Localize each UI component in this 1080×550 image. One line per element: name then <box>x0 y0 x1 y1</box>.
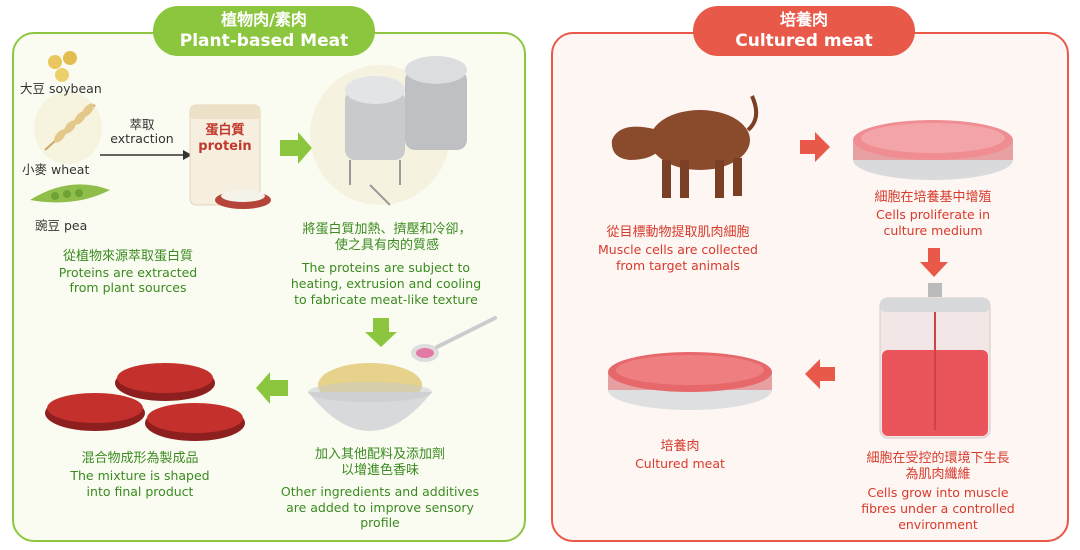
cells-proliferate-label-en-line2: culture medium <box>883 223 983 238</box>
cells-grow-label-en-line2: fibres under a controlled <box>861 501 1015 516</box>
step1-label-zh: 從植物來源萃取蛋白質 <box>62 249 193 264</box>
step3-label-zh-line2: 以增進色香味 <box>340 463 419 478</box>
extraction-label-en: extraction <box>110 131 174 146</box>
step4-label-zh: 混合物成形為製成品 <box>81 451 199 466</box>
cultured-meat-dish-icon <box>608 352 772 410</box>
arrow-left-icon <box>805 359 835 389</box>
petri-dish-icon <box>853 120 1013 180</box>
arrow-right-icon <box>280 132 312 164</box>
bowl-icon <box>308 363 432 431</box>
step2-label-en-line1: The proteins are subject to <box>301 260 471 275</box>
step1-label-en-line1: Proteins are extracted <box>58 265 198 280</box>
pea-label: 豌豆 pea <box>35 218 88 233</box>
pea-icon <box>30 184 110 203</box>
cultured-meat-label-en: Cultured meat <box>635 456 725 471</box>
step3-label-en-line1: Other ingredients and additives <box>280 484 480 499</box>
cells-grow-label-zh-line2: 為肌肉纖維 <box>905 467 971 482</box>
cultured-meat-title-badge: 培養肉 Cultured meat <box>693 6 915 56</box>
step2-label-en-line2: heating, extrusion and cooling <box>290 276 482 291</box>
arrow-left-icon <box>256 372 288 404</box>
cells-proliferate-label-zh: 細胞在培養基中增殖 <box>874 190 992 205</box>
step2-label-zh-line2: 使之具有肉的質感 <box>334 238 439 253</box>
soybean-label: 大豆 soybean <box>20 81 102 96</box>
step3-label-en-line2: are added to improve sensory <box>286 500 474 515</box>
cells-collected-label-en-line1: Muscle cells are collected <box>598 242 758 257</box>
protein-bag-label-zh: 蛋白質 <box>205 123 245 138</box>
cells-grow-label-en-line1: Cells grow into muscle <box>867 485 1009 500</box>
cells-proliferate-label-en-line1: Cells proliferate in <box>875 207 991 222</box>
arrow-down-icon <box>920 248 948 277</box>
protein-bag-label-en: protein <box>198 139 252 154</box>
plant-based-title-zh: 植物肉/素肉 <box>221 10 307 29</box>
patties-icon <box>45 363 245 441</box>
cultured-meat-label-zh: 培養肉 <box>660 439 700 454</box>
step4-label-en-line1: The mixture is shaped <box>70 468 210 483</box>
wheat-label: 小麥 wheat <box>22 162 90 177</box>
step3-label-zh-line1: 加入其他配料及添加劑 <box>314 447 445 462</box>
soybean-icon <box>48 51 77 82</box>
step3-label-en-line3: profile <box>360 515 400 530</box>
bioreactor-icon <box>879 283 991 439</box>
arrow-right-icon <box>800 132 830 162</box>
plant-based-title-badge: 植物肉/素肉 Plant-based Meat <box>153 6 375 56</box>
factory-tanks-icon <box>310 56 467 206</box>
plant-based-title-en: Plant-based Meat <box>179 31 349 51</box>
cells-collected-label-zh: 從目標動物提取肌肉細胞 <box>606 225 750 240</box>
step1-label-en-line2: from plant sources <box>69 280 187 295</box>
step2-label-en-line3: to fabricate meat-like texture <box>294 292 478 307</box>
cells-collected-label-en-line2: from target animals <box>616 258 740 273</box>
extraction-label-zh: 萃取 <box>129 117 155 132</box>
wheat-icon <box>34 92 102 164</box>
step2-label-zh-line1: 將蛋白質加熱、擠壓和冷卻， <box>302 222 472 237</box>
protein-bag-icon <box>189 104 271 209</box>
spoon-icon <box>411 316 497 362</box>
cultured-meat-title-en: Cultured meat <box>735 31 873 51</box>
step4-label-en-line2: into final product <box>86 484 194 499</box>
cells-grow-label-en-line3: environment <box>898 517 978 532</box>
arrow-down-icon <box>365 318 397 347</box>
cultured-meat-title-zh: 培養肉 <box>779 10 828 29</box>
cultured-meat-panel <box>551 32 1069 542</box>
cells-grow-label-zh-line1: 細胞在受控的環境下生長 <box>866 451 1010 466</box>
cow-icon <box>611 95 759 198</box>
